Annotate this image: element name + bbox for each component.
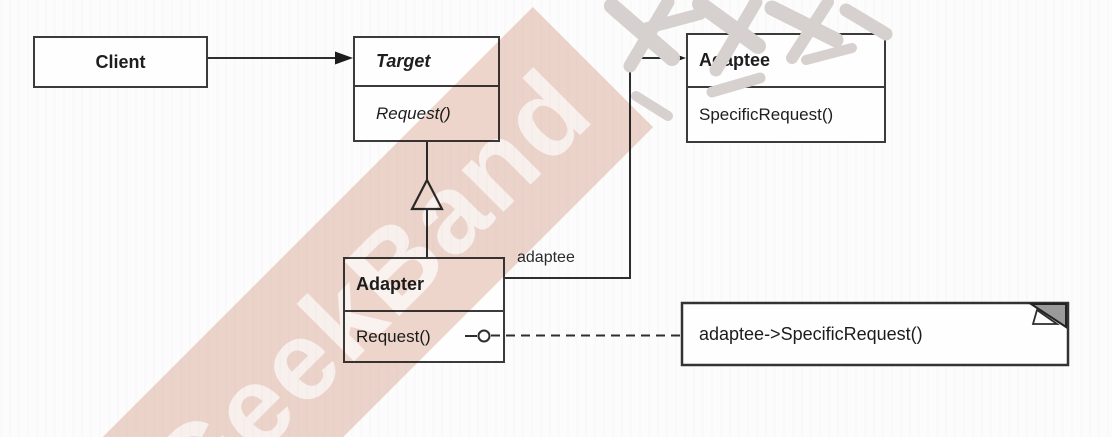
generalization-adapter-to-target: [410, 142, 444, 257]
note-text: adaptee->SpecificRequest(): [699, 323, 923, 344]
class-methods-adaptee: SpecificRequest(): [688, 88, 884, 141]
class-methods-target: Request(): [355, 87, 498, 140]
uml-class-adapter: Adapter Request(): [343, 257, 505, 363]
class-name-adaptee: Adaptee: [699, 50, 771, 70]
class-name-target: Target: [376, 51, 431, 71]
class-name-client: Client: [95, 51, 146, 72]
watermark-brand-text: GeekBand: [122, 45, 615, 437]
class-header-adapter: Adapter: [345, 259, 503, 312]
class-header-adaptee: Adaptee: [688, 35, 884, 88]
method-target-request: Request(): [376, 103, 451, 123]
arrow-client-to-target: [208, 51, 353, 65]
note-fold-flap-icon: [1031, 308, 1060, 325]
hollow-triangle-icon: [410, 177, 444, 211]
association-role-label: adaptee: [517, 249, 575, 266]
class-header-target: Target: [355, 38, 498, 87]
class-methods-adapter: Request(): [345, 312, 503, 361]
filled-arrowhead-icon: [335, 51, 353, 65]
arrow-adapter-to-adaptee: [505, 51, 686, 279]
class-name-adapter: Adapter: [356, 274, 425, 294]
uml-class-adaptee: Adaptee SpecificRequest(): [686, 33, 886, 143]
uml-class-target: Target Request(): [353, 36, 500, 142]
uml-class-client: Client: [33, 36, 208, 88]
note-fold-shadow: [1027, 303, 1067, 329]
method-adapter-request: Request(): [356, 326, 431, 346]
method-adaptee-specificrequest: SpecificRequest(): [699, 104, 834, 124]
filled-arrowhead-icon: [668, 51, 686, 65]
